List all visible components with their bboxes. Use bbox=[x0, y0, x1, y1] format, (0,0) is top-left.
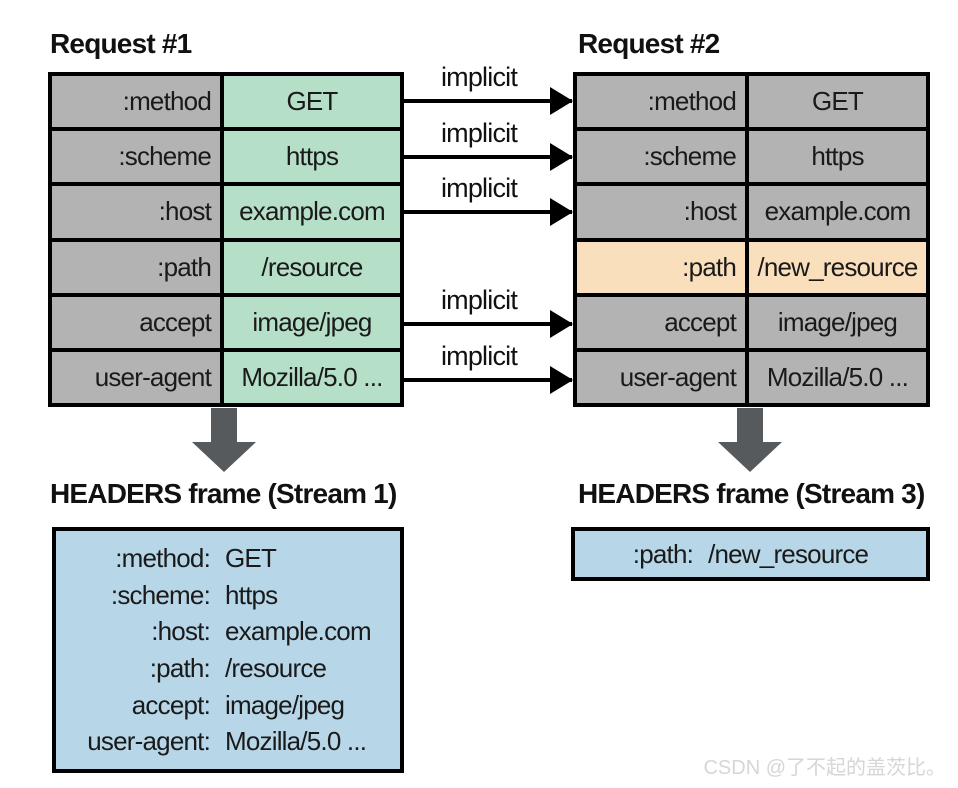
implicit-arrow bbox=[404, 198, 573, 226]
frame-header-line: :method: GET bbox=[56, 544, 400, 573]
table-row: accept image/jpeg bbox=[48, 292, 404, 352]
arrowhead-right-icon bbox=[550, 87, 573, 115]
frame-header-key: accept: bbox=[131, 689, 211, 720]
request1-table: :method GET :scheme https :host example.… bbox=[48, 72, 404, 408]
header-value: image/jpeg bbox=[745, 292, 930, 352]
frame-header-value: /new_resource bbox=[708, 538, 869, 569]
implicit-arrow bbox=[404, 310, 573, 338]
header-key: :path bbox=[48, 237, 224, 297]
header-value: Mozilla/5.0 ... bbox=[745, 347, 930, 408]
table-row: :host example.com bbox=[573, 182, 930, 242]
header-key: accept bbox=[48, 292, 224, 352]
frame-header-line: :host: example.com bbox=[56, 617, 400, 646]
frame-header-value: GET bbox=[225, 543, 277, 574]
down-arrow-head bbox=[718, 442, 782, 472]
frame-header-line: :scheme: https bbox=[56, 581, 400, 610]
frame-header-value: Mozilla/5.0 ... bbox=[225, 726, 367, 757]
request2-table: :method GET :scheme https :host example.… bbox=[573, 72, 930, 408]
table-row: user-agent Mozilla/5.0 ... bbox=[48, 347, 404, 408]
header-key: :method bbox=[48, 72, 224, 132]
header-value: /new_resource bbox=[745, 237, 930, 297]
header-key: :scheme bbox=[573, 127, 749, 187]
frame-header-value: image/jpeg bbox=[225, 689, 345, 720]
frame-header-key: :method: bbox=[115, 543, 211, 574]
arrowhead-right-icon bbox=[550, 366, 573, 394]
header-value: GET bbox=[745, 72, 930, 132]
header-key: :host bbox=[573, 182, 749, 242]
header-value: example.com bbox=[745, 182, 930, 242]
header-key: :method bbox=[573, 72, 749, 132]
down-arrow-icon bbox=[718, 408, 782, 472]
header-key: :scheme bbox=[48, 127, 224, 187]
table-row: :scheme https bbox=[573, 127, 930, 187]
csdn-watermark: CSDN @了不起的盖茨比。 bbox=[703, 757, 946, 779]
frame-header-value: https bbox=[225, 579, 278, 610]
frame-header-key: :scheme: bbox=[110, 579, 211, 610]
header-key: accept bbox=[573, 292, 749, 352]
implicit-arrow bbox=[404, 87, 573, 115]
down-arrow-bar bbox=[737, 408, 763, 442]
table-row-highlighted-path: :path /new_resource bbox=[573, 237, 930, 297]
implicit-label: implicit bbox=[440, 173, 518, 203]
arrowhead-right-icon bbox=[550, 143, 573, 171]
request2-title: Request #2 bbox=[578, 28, 720, 59]
implicit-label: implicit bbox=[440, 62, 518, 92]
frame3-box: :path: /new_resource bbox=[571, 527, 930, 581]
request1-title: Request #1 bbox=[50, 28, 192, 59]
table-row: :scheme https bbox=[48, 127, 404, 187]
header-key: user-agent bbox=[573, 347, 749, 408]
down-arrow-head bbox=[192, 442, 256, 472]
frame-header-key: user-agent: bbox=[87, 726, 211, 757]
header-value: example.com bbox=[220, 182, 404, 242]
implicit-arrow bbox=[404, 143, 573, 171]
frame-header-key: :host: bbox=[151, 616, 211, 647]
implicit-label: implicit bbox=[440, 118, 518, 148]
frame-header-key: :path: bbox=[632, 538, 694, 569]
frame-header-line: :path: /new_resource bbox=[632, 538, 869, 569]
header-key: :host bbox=[48, 182, 224, 242]
down-arrow-icon bbox=[192, 408, 256, 472]
table-row: :method GET bbox=[48, 72, 404, 132]
frame3-title: HEADERS frame (Stream 3) bbox=[578, 478, 925, 509]
header-value: /resource bbox=[220, 237, 404, 297]
header-value: https bbox=[745, 127, 930, 187]
arrowhead-right-icon bbox=[550, 310, 573, 338]
header-value: Mozilla/5.0 ... bbox=[220, 347, 404, 408]
implicit-label: implicit bbox=[440, 285, 518, 315]
table-row: :host example.com bbox=[48, 182, 404, 242]
frame-header-key: :path: bbox=[149, 653, 211, 684]
down-arrow-bar bbox=[211, 408, 237, 442]
frame1-box: :method: GET :scheme: https :host: examp… bbox=[52, 527, 404, 773]
table-row: accept image/jpeg bbox=[573, 292, 930, 352]
arrowhead-right-icon bbox=[550, 198, 573, 226]
frame-header-line: :path: /resource bbox=[56, 654, 400, 683]
frame-header-value: example.com bbox=[225, 616, 372, 647]
header-key: user-agent bbox=[48, 347, 224, 408]
frame-header-line: accept: image/jpeg bbox=[56, 691, 400, 720]
implicit-label: implicit bbox=[440, 341, 518, 371]
frame1-title: HEADERS frame (Stream 1) bbox=[50, 478, 397, 509]
frame-header-value: /resource bbox=[225, 653, 327, 684]
header-key: :path bbox=[573, 237, 749, 297]
implicit-arrow bbox=[404, 366, 573, 394]
table-row: :method GET bbox=[573, 72, 930, 132]
frame-header-line: user-agent: Mozilla/5.0 ... bbox=[56, 727, 400, 756]
header-value: GET bbox=[220, 72, 404, 132]
header-value: https bbox=[220, 127, 404, 187]
table-row: user-agent Mozilla/5.0 ... bbox=[573, 347, 930, 408]
table-row: :path /resource bbox=[48, 237, 404, 297]
header-value: image/jpeg bbox=[220, 292, 404, 352]
